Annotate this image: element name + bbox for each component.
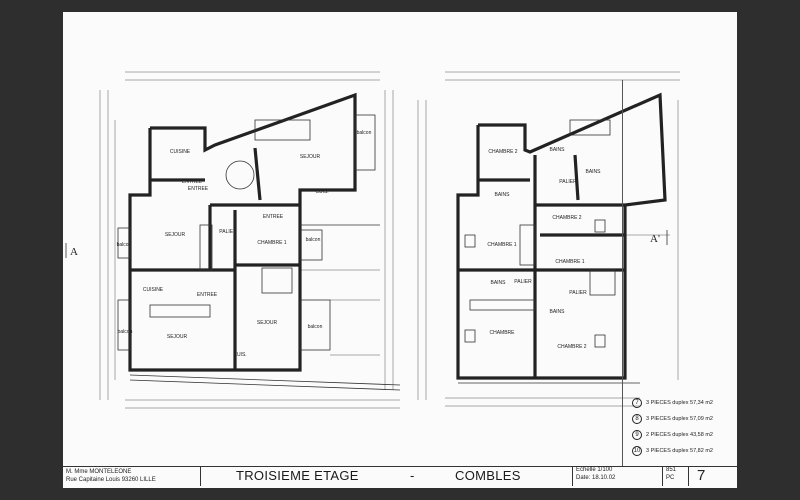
- room-label: CUIS.: [315, 189, 328, 195]
- room-label: BAINS: [490, 280, 506, 286]
- legend-item: 9 2 PIECES duplex 43,58 m2: [632, 430, 713, 440]
- sheet-title-floor: TROISIEME ETAGE: [236, 468, 359, 483]
- title-block: [63, 466, 737, 487]
- client-info: M. Mme MONTELEONE Rue Capitaine Louis 93…: [66, 468, 156, 484]
- section-label-left: A: [70, 246, 78, 258]
- room-label: BAINS: [494, 192, 510, 198]
- room-label: BAINS: [549, 147, 565, 153]
- room-label: CHAMBRE 1: [257, 240, 286, 246]
- reference-box: 851 PC: [662, 466, 686, 486]
- legend-text: 3 PIECES duplex 57,09 m2: [646, 416, 713, 422]
- frame-divider: [622, 80, 623, 466]
- room-label: ENTREE: [188, 186, 209, 192]
- stairs: [149, 119, 311, 318]
- spiral-stair: [225, 160, 255, 190]
- unit-number-badge: 8: [632, 414, 642, 424]
- room-label: PALIER: [514, 279, 532, 285]
- room-label: SEJOUR: [167, 334, 188, 340]
- unit-number-badge: 10: [632, 446, 642, 456]
- room-label: CUIS.: [233, 352, 246, 358]
- room-label: balcon: [308, 324, 323, 330]
- unit-number-badge: 9: [632, 430, 642, 440]
- title-separator: -: [410, 468, 415, 483]
- client-address: Rue Capitaine Louis 93260 LILLE: [66, 477, 156, 483]
- left-plan-dimensions: [99, 71, 400, 409]
- client-name: M. Mme MONTELEONE: [66, 469, 132, 475]
- left-room-labels: CUISINE SEJOUR ENTREE ENTREE SEJOUR PALI…: [117, 130, 372, 358]
- right-plan-dimensions: [417, 71, 680, 407]
- legend-text: 3 PIECES duplex 57,82 m2: [646, 448, 713, 454]
- right-room-labels: CHAMBRE 2 BAINS BAINS PALIER BAINS CHAMB…: [487, 147, 601, 350]
- room-label: CHAMBRE 1: [555, 259, 584, 265]
- legend-text: 2 PIECES duplex 43,58 m2: [646, 432, 713, 438]
- room-label: BAINS: [549, 309, 565, 315]
- room-label: balcon: [118, 329, 133, 335]
- section-label-right: A': [650, 233, 660, 245]
- room-label: PALIER: [559, 179, 577, 185]
- room-label: CUISINE: [170, 149, 191, 155]
- room-label: SEJOUR: [165, 232, 186, 238]
- section-marks: A A': [65, 230, 668, 258]
- room-label: ENTREE: [263, 214, 284, 220]
- legend-item: 7 3 PIECES duplex 57,34 m2: [632, 398, 713, 408]
- right-plan: [456, 92, 667, 384]
- room-label: CHAMBRE 2: [488, 149, 517, 155]
- room-label: SEJOUR: [300, 154, 321, 160]
- room-label: CHAMBRE 2: [552, 215, 581, 221]
- reference-number: 851: [666, 467, 677, 473]
- scale-date-box: Echelle 1/100 Date: 18.10.02: [572, 466, 656, 486]
- room-label: CHAMBRE 1: [487, 242, 516, 248]
- reference-code: PC: [666, 475, 675, 481]
- room-label: balcon: [306, 237, 321, 243]
- room-label: ENTREE: [182, 179, 203, 185]
- title-block-divider: [200, 466, 201, 486]
- room-label: balcon: [117, 242, 132, 248]
- scale-text: Echelle 1/100: [576, 467, 613, 473]
- left-plan: [117, 92, 401, 391]
- room-label: BAINS: [585, 169, 601, 175]
- room-label: ENTREE: [197, 292, 218, 298]
- date-text: Date: 18.10.02: [576, 475, 616, 481]
- page-number: 7: [688, 466, 742, 486]
- legend-item: 10 3 PIECES duplex 57,82 m2: [632, 446, 713, 456]
- room-label: balcon: [357, 130, 372, 136]
- room-label: SEJOUR: [257, 320, 278, 326]
- room-label: PALIER: [569, 290, 587, 296]
- legend-item: 8 3 PIECES duplex 57,09 m2: [632, 414, 713, 424]
- room-label: CHAMBRE: [489, 330, 515, 336]
- room-label: CUISINE: [143, 287, 164, 293]
- room-label: PALIER: [219, 229, 237, 235]
- legend-text: 3 PIECES duplex 57,34 m2: [646, 400, 713, 406]
- fixtures: [464, 119, 616, 348]
- sheet-title-attic: COMBLES: [455, 468, 521, 483]
- unit-number-badge: 7: [632, 398, 642, 408]
- room-label: CHAMBRE 2: [557, 344, 586, 350]
